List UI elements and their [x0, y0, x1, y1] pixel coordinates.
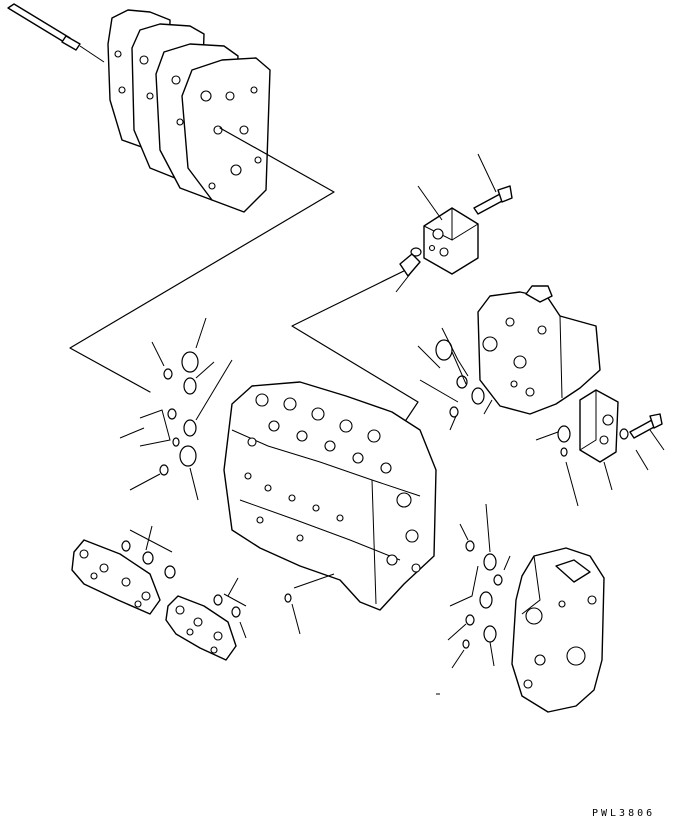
- relief-valve-group: [417, 285, 665, 507]
- o-ring-icon: [159, 351, 199, 476]
- manifold-block-icon: [71, 539, 161, 615]
- bottom-left-blocks-group: [71, 525, 247, 661]
- o-ring-icon: [284, 593, 292, 603]
- figure-id-label: PWL3806: [592, 808, 656, 819]
- bolt-icon: [629, 413, 663, 439]
- end-plate-icon: [579, 389, 619, 463]
- relief-valve-housing-icon: [477, 285, 601, 415]
- plug-icon: [399, 247, 422, 277]
- manifold-block-icon: [165, 595, 237, 661]
- o-ring-icon: [462, 540, 503, 649]
- leader-frames: [69, 127, 419, 421]
- left-seals-group: [119, 317, 233, 501]
- bolt-icon: [473, 185, 513, 215]
- assembled-valve-group: [7, 3, 271, 213]
- end-cover-icon: [511, 547, 605, 713]
- bottom-right-section-group: [436, 503, 605, 713]
- cover-block-group: [395, 153, 513, 293]
- o-ring-icon: [121, 540, 241, 618]
- washer-icon: [619, 428, 629, 440]
- main-valve-body-group: [223, 381, 437, 635]
- cover-block-icon: [423, 207, 479, 275]
- tie-bolt-icon: [7, 3, 105, 63]
- control-valve-assembly-icon: [107, 9, 271, 213]
- valve-body-icon: [223, 381, 437, 611]
